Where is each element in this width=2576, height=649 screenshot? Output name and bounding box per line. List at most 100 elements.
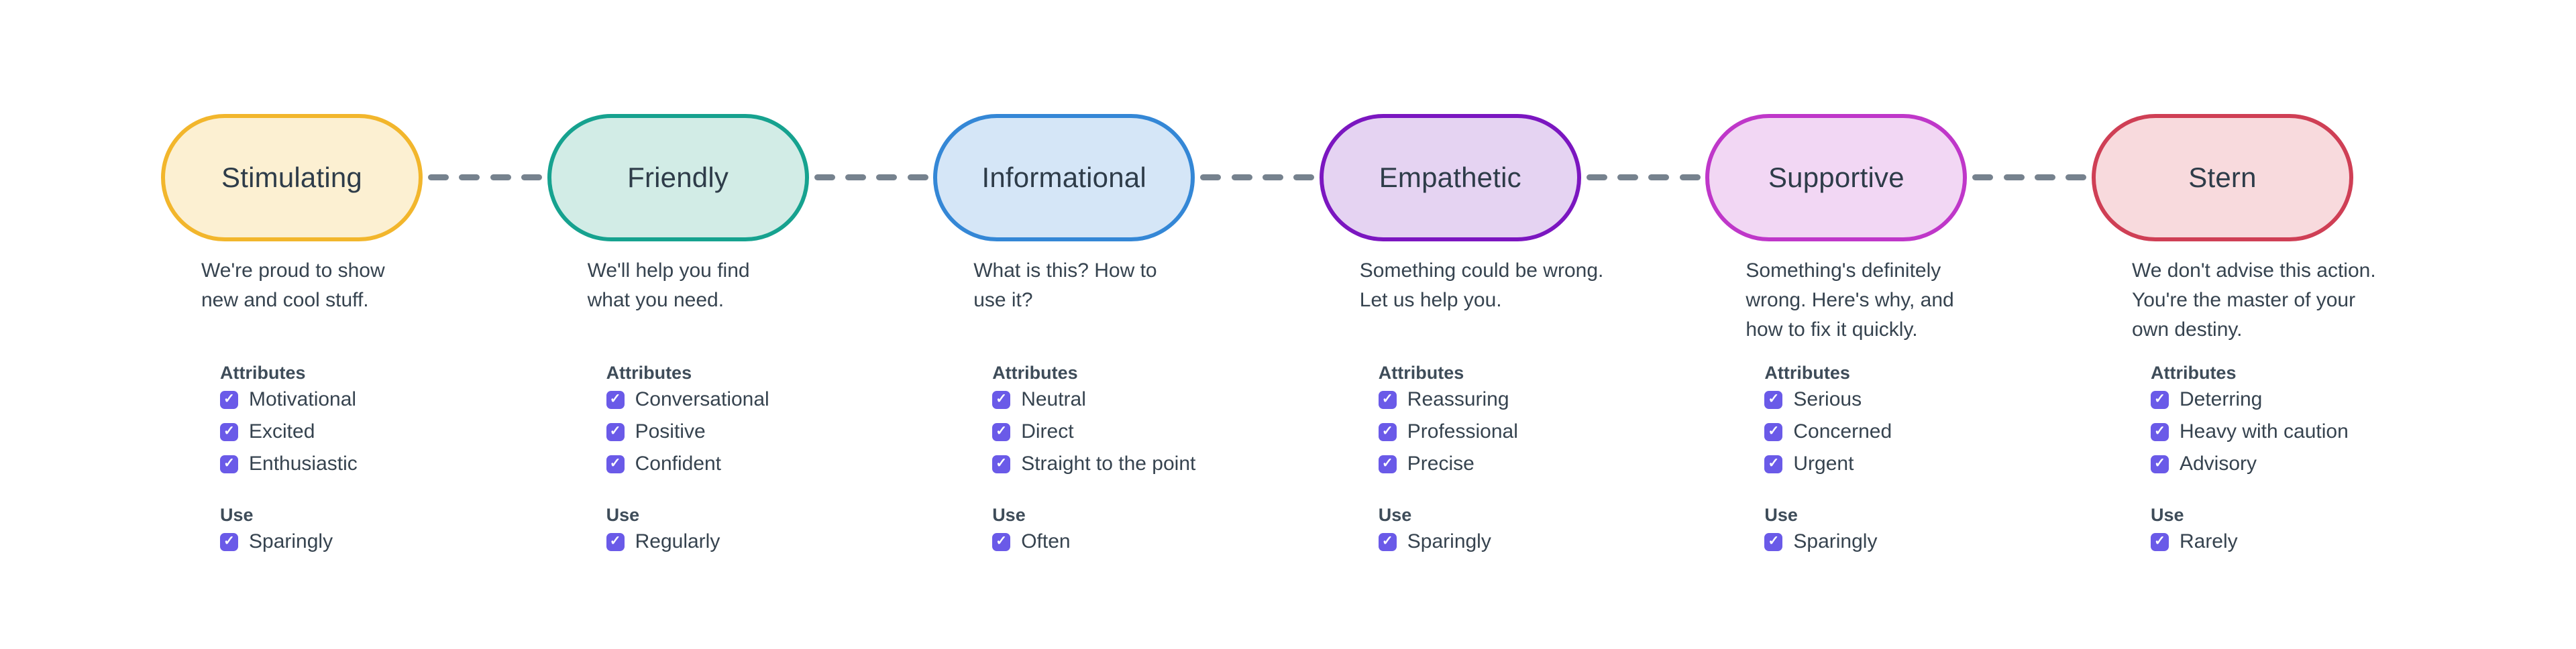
checkbox-checked-icon[interactable]: ✓ xyxy=(1378,455,1397,473)
connector-dashed-line xyxy=(428,174,542,180)
tone-pill-label: Supportive xyxy=(1768,162,1904,193)
attributes-heading: Attributes xyxy=(992,363,1078,383)
use-label: Sparingly xyxy=(1793,530,1878,552)
use-row: ✓ Sparingly xyxy=(1378,526,1706,558)
use-row: ✓ Sparingly xyxy=(220,526,547,558)
attribute-row: ✓ Enthusiastic xyxy=(220,448,547,480)
attributes-section: Attributes ✓ Reassuring ✓ Professional ✓… xyxy=(1378,362,1706,480)
use-label: Sparingly xyxy=(249,530,333,552)
tone-description: We don't advise this action. You're the … xyxy=(2131,259,2376,341)
checkbox-checked-icon[interactable]: ✓ xyxy=(1764,455,1783,473)
use-section: Use ✓ Rarely xyxy=(2150,504,2478,558)
attribute-label: Confident xyxy=(635,453,722,475)
attributes-section: Attributes ✓ Serious ✓ Concerned ✓ Urgen… xyxy=(1764,362,2092,480)
attribute-label: Conversational xyxy=(635,388,769,410)
checkbox-checked-icon[interactable]: ✓ xyxy=(220,422,238,441)
attribute-row: ✓ Straight to the point xyxy=(992,448,1320,480)
attribute-label: Precise xyxy=(1407,453,1474,475)
attribute-label: Professional xyxy=(1407,420,1518,442)
attribute-row: ✓ Advisory xyxy=(2150,448,2478,480)
checkbox-checked-icon[interactable]: ✓ xyxy=(992,532,1011,551)
tone-pill: Informational xyxy=(933,114,1195,241)
checkbox-checked-icon[interactable]: ✓ xyxy=(220,455,238,473)
tone-column-empathetic: Empathetic Something could be wrong. Let… xyxy=(1319,0,1706,558)
tone-column-stimulating: Stimulating We're proud to show new and … xyxy=(161,0,547,558)
use-label: Often xyxy=(1021,530,1071,552)
attribute-row: ✓ Neutral xyxy=(992,384,1320,416)
attribute-label: Enthusiastic xyxy=(249,453,358,475)
checkbox-checked-icon[interactable]: ✓ xyxy=(1764,532,1783,551)
attribute-row: ✓ Heavy with caution xyxy=(2150,416,2478,448)
checkbox-checked-icon[interactable]: ✓ xyxy=(992,422,1011,441)
use-label: Sparingly xyxy=(1407,530,1491,552)
attributes-heading: Attributes xyxy=(220,363,306,383)
attribute-row: ✓ Serious xyxy=(1764,384,2092,416)
checkbox-checked-icon[interactable]: ✓ xyxy=(606,390,625,409)
attribute-label: Positive xyxy=(635,420,706,442)
attribute-label: Heavy with caution xyxy=(2179,420,2349,442)
checkbox-checked-icon[interactable]: ✓ xyxy=(220,532,238,551)
tone-pill: Empathetic xyxy=(1319,114,1581,241)
attribute-row: ✓ Professional xyxy=(1378,416,1706,448)
checkbox-checked-icon[interactable]: ✓ xyxy=(2150,390,2169,409)
checkbox-checked-icon[interactable]: ✓ xyxy=(2150,422,2169,441)
use-section: Use ✓ Sparingly xyxy=(1378,504,1706,558)
checkbox-checked-icon[interactable]: ✓ xyxy=(606,455,625,473)
use-label: Rarely xyxy=(2179,530,2238,552)
checkbox-checked-icon[interactable]: ✓ xyxy=(606,532,625,551)
checkbox-checked-icon[interactable]: ✓ xyxy=(2150,455,2169,473)
tone-pill: Stimulating xyxy=(161,114,423,241)
use-heading: Use xyxy=(606,505,640,525)
checkbox-checked-icon[interactable]: ✓ xyxy=(992,390,1011,409)
tone-pill: Supportive xyxy=(1705,114,1968,241)
tone-description: We're proud to show new and cool stuff. xyxy=(201,259,385,311)
attributes-section: Attributes ✓ Motivational ✓ Excited ✓ En… xyxy=(220,362,547,480)
attribute-label: Urgent xyxy=(1793,453,1854,475)
checkbox-checked-icon[interactable]: ✓ xyxy=(2150,532,2169,551)
attribute-row: ✓ Deterring xyxy=(2150,384,2478,416)
attribute-label: Straight to the point xyxy=(1021,453,1196,475)
attributes-heading: Attributes xyxy=(2150,363,2237,383)
attribute-row: ✓ Direct xyxy=(992,416,1320,448)
checkbox-checked-icon[interactable]: ✓ xyxy=(992,455,1011,473)
attribute-label: Direct xyxy=(1021,420,1074,442)
checkbox-checked-icon[interactable]: ✓ xyxy=(1378,532,1397,551)
use-heading: Use xyxy=(220,505,254,525)
use-section: Use ✓ Often xyxy=(992,504,1320,558)
attribute-row: ✓ Reassuring xyxy=(1378,384,1706,416)
connector-dashed-line xyxy=(1972,174,2087,180)
checkbox-checked-icon[interactable]: ✓ xyxy=(1378,390,1397,409)
tone-pill-label: Stern xyxy=(2188,162,2257,193)
checkbox-checked-icon[interactable]: ✓ xyxy=(1764,422,1783,441)
tone-description: We'll help you find what you need. xyxy=(587,259,750,311)
attribute-row: ✓ Conversational xyxy=(606,384,934,416)
attributes-heading: Attributes xyxy=(1764,363,1850,383)
attribute-label: Reassuring xyxy=(1407,388,1509,410)
attribute-label: Neutral xyxy=(1021,388,1086,410)
tone-column-friendly: Friendly We'll help you find what you ne… xyxy=(547,0,934,558)
tone-pill-label: Informational xyxy=(981,162,1146,193)
tone-pill-label: Friendly xyxy=(627,162,729,193)
use-heading: Use xyxy=(2150,505,2184,525)
use-row: ✓ Regularly xyxy=(606,526,934,558)
attributes-section: Attributes ✓ Neutral ✓ Direct ✓ Straight… xyxy=(992,362,1320,480)
checkbox-checked-icon[interactable]: ✓ xyxy=(1764,390,1783,409)
use-row: ✓ Sparingly xyxy=(1764,526,2092,558)
attribute-row: ✓ Concerned xyxy=(1764,416,2092,448)
attribute-label: Concerned xyxy=(1793,420,1892,442)
attribute-label: Excited xyxy=(249,420,315,442)
use-label: Regularly xyxy=(635,530,720,552)
attribute-label: Deterring xyxy=(2179,388,2263,410)
use-heading: Use xyxy=(1764,505,1798,525)
use-heading: Use xyxy=(1378,505,1412,525)
checkbox-checked-icon[interactable]: ✓ xyxy=(220,390,238,409)
checkbox-checked-icon[interactable]: ✓ xyxy=(1378,422,1397,441)
use-row: ✓ Rarely xyxy=(2150,526,2478,558)
attributes-section: Attributes ✓ Deterring ✓ Heavy with caut… xyxy=(2150,362,2478,480)
attributes-heading: Attributes xyxy=(1378,363,1464,383)
attribute-label: Serious xyxy=(1793,388,1862,410)
tone-pill: Stern xyxy=(2091,114,2353,241)
checkbox-checked-icon[interactable]: ✓ xyxy=(606,422,625,441)
tone-column-stern: Stern We don't advise this action. You'r… xyxy=(2091,0,2478,558)
attributes-section: Attributes ✓ Conversational ✓ Positive ✓… xyxy=(606,362,934,480)
